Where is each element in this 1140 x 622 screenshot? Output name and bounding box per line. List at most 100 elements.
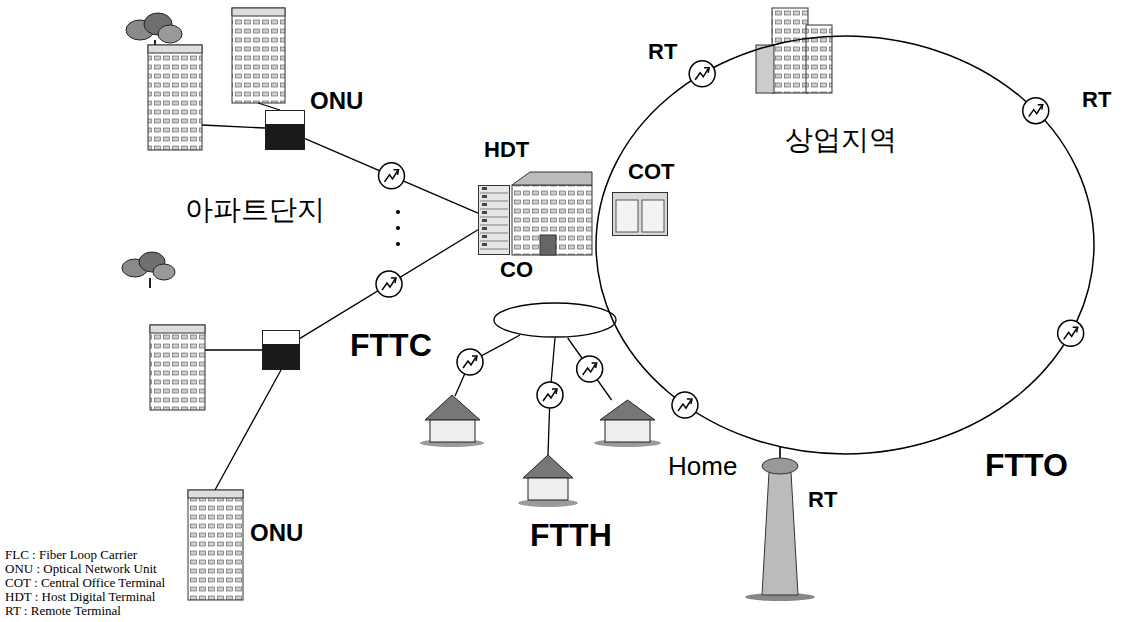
drop-wire [205,349,262,350]
rack-shelf [480,201,508,202]
house [430,420,475,442]
apartment-building [188,490,243,498]
apartment-building [148,8,285,600]
onu-unit-icon [265,110,305,150]
network-type: FTTH [530,518,612,553]
co-ring-icon [493,302,617,338]
abbreviation-note: ONU : Optical Network Unit [5,562,157,576]
commercial-ring: 상업지역 [595,35,1095,455]
onu-unit: ONU [262,330,300,370]
tree [126,13,182,50]
area-label: 아파트단지 [185,195,325,226]
ring-outline [494,303,616,337]
abbreviation-note: FLC : Fiber Loop Carrier [5,548,137,562]
central-office-building [512,172,592,255]
optical-symbol [1058,320,1084,346]
terminal-label: RT [1082,88,1111,112]
onu-body [266,124,305,150]
onu-body [263,344,300,370]
optical-symbol [379,163,405,189]
node-label: COT [628,160,674,184]
apartment-building [232,8,285,16]
ellipsis-dots [396,210,400,214]
rack-shelf [480,233,508,234]
cot-cabinet: COT [612,192,668,236]
cot-cabinet-icon [612,192,668,236]
tree [122,252,175,288]
optical-symbol [457,349,483,375]
commercial-ring-icon [595,35,1095,455]
ellipsis-dots [396,226,400,230]
office-building [756,45,774,93]
rack-led [482,219,487,222]
onu-unit: ONU [265,110,305,150]
optical-symbol [537,382,563,408]
drop-wire [202,103,281,490]
tree [153,264,175,280]
abbreviation-note: RT : Remote Terminal [5,604,121,618]
rack-led [482,211,487,214]
drop-wire [215,370,281,490]
optical-symbol [1023,98,1049,124]
hdt-rack-icon [478,185,510,255]
network-type: FTTC [350,328,432,363]
fiber-connector-group [305,139,478,213]
rack-shelf [480,209,508,210]
onu-unit-icon [262,330,300,370]
apartment-building [148,45,202,53]
house [425,395,480,420]
node-label: Home [668,452,737,481]
cabinet-body [613,193,668,236]
optical-symbol [672,392,698,418]
office-building [756,8,832,93]
rack-shelf [480,249,508,250]
rack-shelf [480,241,508,242]
tower [779,446,781,458]
apartment-building [232,8,285,103]
house-wall [605,420,650,442]
ellipsis-dots [396,242,400,246]
rack-led [482,235,487,238]
hdt-rack: HDT [478,185,510,255]
office-building [806,25,832,93]
tower [745,446,815,601]
house [523,455,573,478]
tower [762,472,798,595]
central-office-building [512,185,592,255]
onu-body [263,331,300,370]
home-house: Home [600,400,655,445]
rack-led [482,187,487,190]
abbreviation-note: HDT : Host Digital Terminal [5,590,155,604]
optical-symbol [577,356,603,382]
tree [158,25,182,43]
terminal-label: RT [648,40,677,64]
ellipsis-dots [396,210,400,246]
node-label: ONU [250,520,303,546]
fiber-connector [305,139,478,213]
fiber-connector [568,338,612,400]
apartment-building [148,45,202,150]
central-office-building [540,235,556,255]
tower [762,458,798,474]
rack-led [482,243,487,246]
cabinet-panel [616,200,638,232]
co-ring: CO [493,302,617,338]
fiber-connector-group [568,338,612,400]
apartment-building [188,490,243,600]
rack-shelf [480,217,508,218]
node-label: HDT [484,138,529,162]
node-label: ONU [310,88,363,114]
rack-shelf [480,225,508,226]
node-label: CO [500,258,533,282]
fiber-line [455,335,520,396]
rack-led [482,195,487,198]
rack-shelf [480,193,508,194]
apartment-building [150,325,205,333]
central-office-building [512,172,592,185]
optical-symbol [689,61,715,87]
area-label: 상업지역 [785,125,897,156]
fiber-connector [300,230,478,339]
fiber-connector-group [300,230,478,339]
drop-wire [258,103,280,110]
